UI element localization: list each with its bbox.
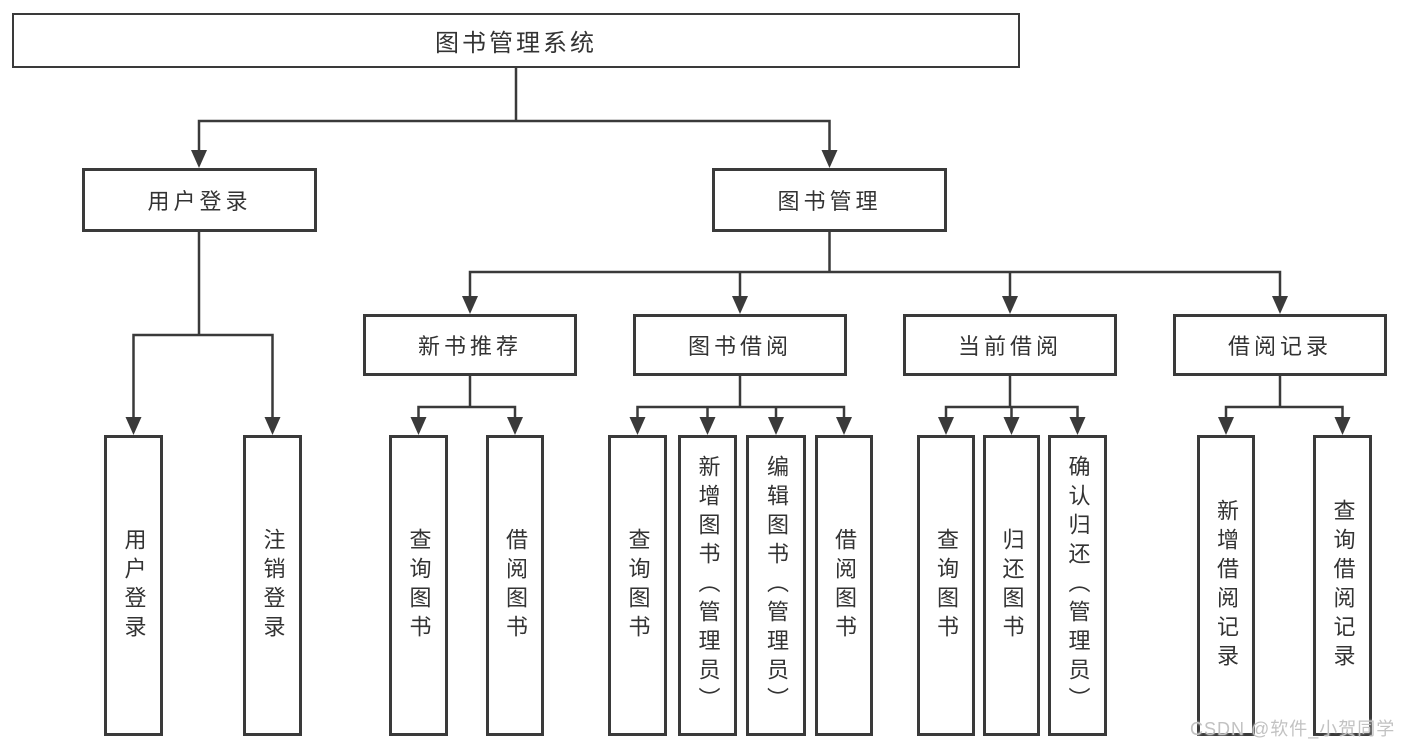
- node-borrow-records: 借阅记录: [1173, 314, 1387, 376]
- leaf-label: 新增图书（管理员）: [695, 455, 721, 716]
- leaf-label: 查询图书: [625, 527, 651, 644]
- node-library-management-system: 图书管理系统: [12, 13, 1020, 68]
- leaf-return-book: 归还图书: [983, 435, 1040, 736]
- leaf-label: 查询图书: [934, 527, 959, 644]
- node-label: 借阅记录: [1227, 334, 1332, 359]
- leaf-edit-book-admin: 编辑图书（管理员）: [746, 435, 806, 736]
- node-book-management: 图书管理: [712, 168, 947, 232]
- leaf-label: 借阅图书: [832, 527, 857, 644]
- leaf-confirm-return-admin: 确认归还（管理员）: [1048, 435, 1107, 736]
- node-new-book-recommend: 新书推荐: [363, 314, 577, 376]
- leaf-query-books-current: 查询图书: [917, 435, 975, 736]
- leaf-label: 查询图书: [406, 527, 432, 644]
- node-current-borrow: 当前借阅: [903, 314, 1117, 376]
- connector-book-borrow-to-leaves: [629, 376, 852, 435]
- connector-book-management-to-level3: [462, 232, 1288, 314]
- connector-user-login-to-leaves: [125, 232, 281, 435]
- leaf-add-borrow-record: 新增借阅记录: [1197, 435, 1255, 736]
- leaf-label: 新增借阅记录: [1214, 498, 1239, 673]
- node-book-borrow: 图书借阅: [633, 314, 847, 376]
- node-label: 当前借阅: [957, 334, 1062, 359]
- leaf-label: 用户登录: [121, 527, 147, 644]
- leaf-query-books-recommend: 查询图书: [389, 435, 448, 736]
- csdn-watermark: CSDN @软件_小贺同学: [1190, 719, 1396, 739]
- connector-root-to-level2: [191, 68, 838, 168]
- node-label: 用户登录: [147, 189, 252, 214]
- leaf-add-book-admin: 新增图书（管理员）: [678, 435, 737, 736]
- node-label: 图书管理系统: [435, 30, 597, 57]
- connector-current-borrow-to-leaves: [938, 376, 1086, 435]
- leaf-borrow-books-recommend: 借阅图书: [486, 435, 544, 736]
- leaf-label: 借阅图书: [503, 527, 528, 644]
- node-label: 图书借阅: [687, 334, 792, 359]
- connector-new-book-recommend-to-leaves: [410, 376, 523, 435]
- leaf-label: 确认归还（管理员）: [1065, 455, 1091, 716]
- leaf-query-books-borrow: 查询图书: [608, 435, 667, 736]
- leaf-borrow-books: 借阅图书: [815, 435, 873, 736]
- leaf-label: 注销登录: [260, 527, 286, 644]
- leaf-label: 归还图书: [999, 527, 1025, 644]
- node-label: 新书推荐: [417, 334, 522, 359]
- leaf-user-login: 用户登录: [104, 435, 163, 736]
- leaf-query-borrow-record: 查询借阅记录: [1313, 435, 1372, 736]
- node-label: 图书管理: [777, 189, 882, 214]
- connector-borrow-records-to-leaves: [1218, 376, 1351, 435]
- leaf-logout: 注销登录: [243, 435, 302, 736]
- node-user-login: 用户登录: [82, 168, 317, 232]
- leaf-label: 编辑图书（管理员）: [764, 455, 789, 716]
- leaf-label: 查询借阅记录: [1330, 498, 1356, 673]
